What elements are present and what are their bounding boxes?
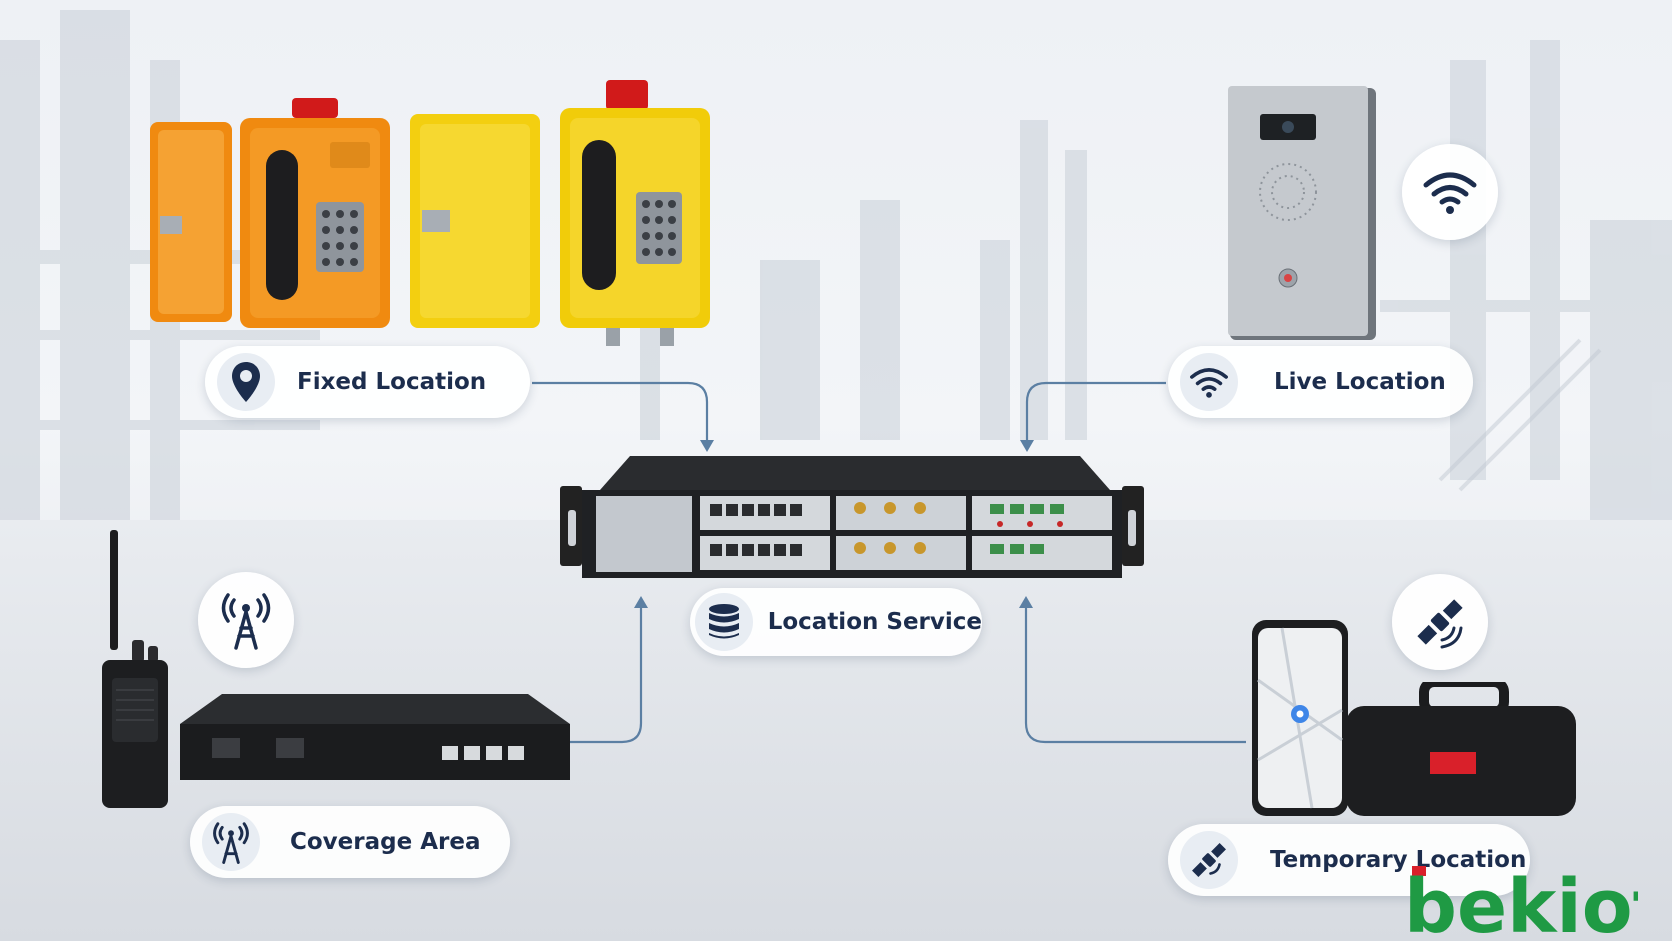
radio-tower-icon (213, 822, 249, 864)
logo-text: bekiot (1404, 864, 1638, 938)
wifi-icon (1423, 172, 1477, 214)
wifi-icon (1190, 368, 1228, 398)
smartphone-map (1252, 620, 1348, 816)
live-location-node: Live Location (1168, 346, 1473, 418)
wifi-bubble (1402, 144, 1498, 240)
fixed-location-node: Fixed Location (205, 346, 530, 418)
coverage-area-label: Coverage Area (290, 829, 481, 855)
door-intercom-device (1228, 86, 1376, 340)
temporary-location-label: Temporary Location (1270, 847, 1527, 873)
database-icon (708, 604, 739, 639)
location-service-node: Location Service (690, 588, 982, 656)
rugged-case (1346, 682, 1576, 816)
satellite-bubble (1392, 574, 1488, 670)
orange-emergency-phone (150, 98, 390, 328)
coverage-area-node: Coverage Area (190, 806, 510, 878)
live-location-label: Live Location (1274, 369, 1446, 395)
satellite-icon (1417, 599, 1463, 649)
connector-lines (532, 381, 1246, 744)
location-service-server-rack (560, 456, 1144, 578)
satellite-icon (1192, 843, 1226, 877)
radio-tower-bubble (198, 572, 294, 668)
radio-tower-icon (221, 593, 271, 650)
temporary-location-node: Temporary Location (1168, 824, 1530, 896)
yellow-emergency-phone (410, 80, 710, 346)
network-gateway-box (180, 694, 570, 780)
map-pin-icon (232, 362, 260, 402)
bekiot-logo: bekiot (1404, 864, 1638, 938)
fixed-location-label: Fixed Location (297, 369, 487, 395)
location-service-label: Location Service (767, 609, 982, 635)
two-way-radio (102, 530, 168, 808)
